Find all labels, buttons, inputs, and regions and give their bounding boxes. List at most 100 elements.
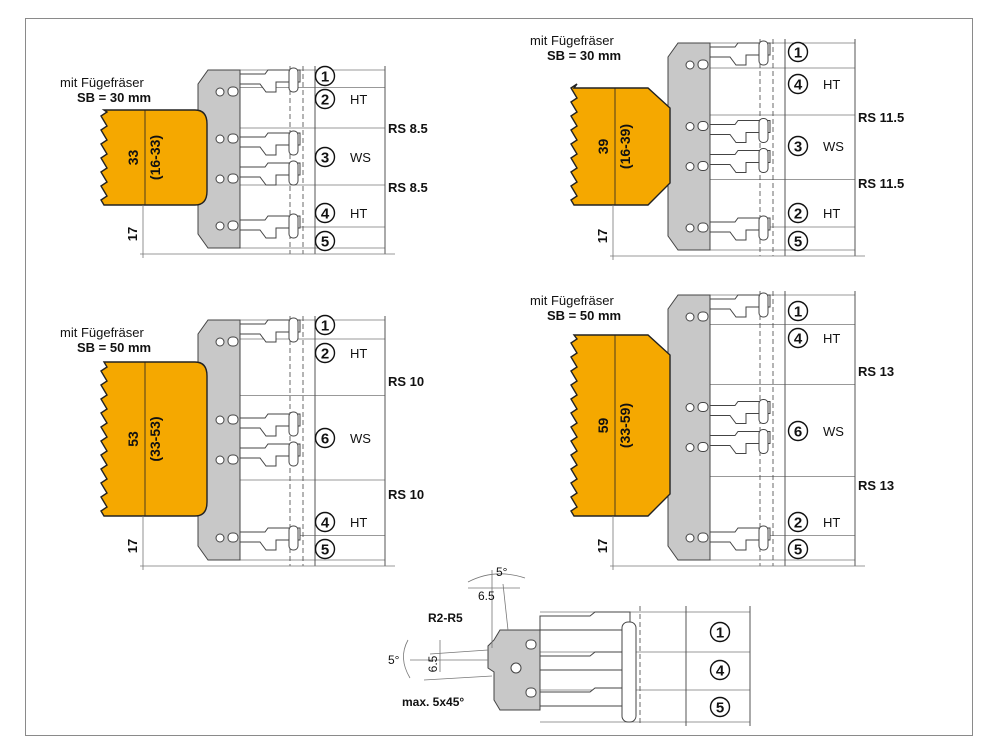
position-number: 4 bbox=[321, 206, 330, 223]
position-number: 5 bbox=[716, 700, 724, 717]
note-line-1: mit Fügefräser bbox=[60, 75, 144, 90]
position-number: 5 bbox=[321, 234, 329, 251]
note-line-2: SB = 50 mm bbox=[77, 340, 151, 355]
bolt-pin bbox=[758, 525, 769, 551]
angle-arc bbox=[467, 573, 526, 583]
construction-line bbox=[429, 649, 489, 655]
position-number-circle bbox=[314, 146, 336, 168]
position-number: 2 bbox=[794, 206, 802, 223]
position-number-circle bbox=[314, 65, 336, 87]
rs-label: RS 10 bbox=[388, 487, 424, 502]
dimension-bottom: 17 bbox=[595, 229, 610, 243]
position-number: 1 bbox=[794, 45, 802, 62]
screw-hole bbox=[685, 60, 695, 70]
dimension-top: 6.5 bbox=[478, 589, 495, 603]
construction-line bbox=[502, 583, 509, 631]
knife-profile bbox=[239, 413, 301, 437]
workpiece bbox=[570, 83, 671, 206]
dimension-main: 39 bbox=[595, 139, 611, 155]
row-label: HT bbox=[823, 77, 840, 92]
position-number-circle bbox=[314, 314, 336, 336]
notch bbox=[227, 414, 239, 425]
row-label: HT bbox=[350, 346, 367, 361]
position-number: 2 bbox=[794, 515, 802, 532]
rs-label: RS 13 bbox=[858, 478, 894, 493]
row-label: HT bbox=[823, 515, 840, 530]
screw-hole bbox=[685, 443, 695, 452]
position-number: 1 bbox=[794, 304, 802, 321]
knife-profile bbox=[709, 150, 771, 173]
cutter-body bbox=[197, 319, 241, 561]
bolt-pin bbox=[288, 441, 299, 467]
knife-profile bbox=[539, 611, 631, 631]
position-number: 6 bbox=[321, 431, 329, 448]
notch bbox=[227, 86, 239, 97]
radius-label: R2-R5 bbox=[428, 611, 463, 625]
screw-hole bbox=[685, 122, 695, 131]
screw-hole bbox=[685, 403, 695, 412]
notch bbox=[697, 402, 709, 412]
notch bbox=[697, 311, 709, 322]
notch bbox=[227, 220, 239, 231]
rs-label: RS 10 bbox=[388, 374, 424, 389]
row-label: HT bbox=[350, 206, 367, 221]
knife-profile bbox=[239, 215, 301, 239]
position-number: 4 bbox=[794, 331, 803, 348]
note-line-2: SB = 30 mm bbox=[77, 90, 151, 105]
bolt-pin bbox=[288, 130, 299, 156]
notch bbox=[227, 133, 239, 144]
position-number: 1 bbox=[321, 318, 329, 335]
position-number-circle bbox=[314, 230, 336, 252]
notch bbox=[697, 59, 709, 70]
bolt-pin bbox=[758, 399, 769, 424]
row-label: HT bbox=[823, 331, 840, 346]
knife-profile bbox=[239, 132, 301, 156]
dimension-bottom: 17 bbox=[595, 539, 610, 553]
position-number: 3 bbox=[794, 139, 802, 156]
position-number-circle bbox=[314, 427, 336, 449]
screw-hole bbox=[685, 312, 695, 322]
position-number-circle bbox=[709, 696, 731, 718]
notch bbox=[525, 687, 537, 698]
knife-profile bbox=[709, 294, 771, 318]
knife-profile bbox=[709, 120, 771, 143]
knife-profile bbox=[239, 162, 301, 186]
position-number: 5 bbox=[321, 542, 329, 559]
position-number: 3 bbox=[321, 150, 329, 167]
row-label: HT bbox=[350, 92, 367, 107]
screw-hole bbox=[215, 533, 225, 543]
screw-hole bbox=[215, 415, 225, 425]
position-number-circle bbox=[787, 420, 809, 442]
notch bbox=[697, 161, 709, 171]
dimension-main: 33 bbox=[125, 150, 141, 166]
screw-hole bbox=[685, 223, 695, 233]
angle-arc bbox=[403, 639, 411, 679]
notch bbox=[697, 442, 709, 452]
position-number: 1 bbox=[716, 625, 724, 642]
screw-hole bbox=[215, 337, 225, 347]
position-number-circle bbox=[314, 202, 336, 224]
position-number: 4 bbox=[716, 663, 725, 680]
knife-profile bbox=[709, 431, 771, 454]
rs-label: RS 8.5 bbox=[388, 180, 428, 195]
position-number-circle bbox=[787, 202, 809, 224]
position-number-circle bbox=[787, 538, 809, 560]
row-label: WS bbox=[350, 150, 371, 165]
workpiece bbox=[570, 334, 671, 517]
screw-hole bbox=[685, 162, 695, 171]
screw-hole bbox=[215, 87, 225, 97]
note-line-1: mit Fügefräser bbox=[530, 33, 614, 48]
bolt-pin bbox=[288, 67, 299, 93]
position-number-circle bbox=[709, 621, 731, 643]
position-number-circle bbox=[709, 659, 731, 681]
dimension-range: (33-53) bbox=[147, 416, 163, 461]
dimension-range: (16-33) bbox=[147, 135, 163, 180]
bolt-pin bbox=[288, 160, 299, 186]
notch bbox=[697, 222, 709, 233]
knife-profile bbox=[709, 527, 771, 551]
position-number-circle bbox=[787, 300, 809, 322]
